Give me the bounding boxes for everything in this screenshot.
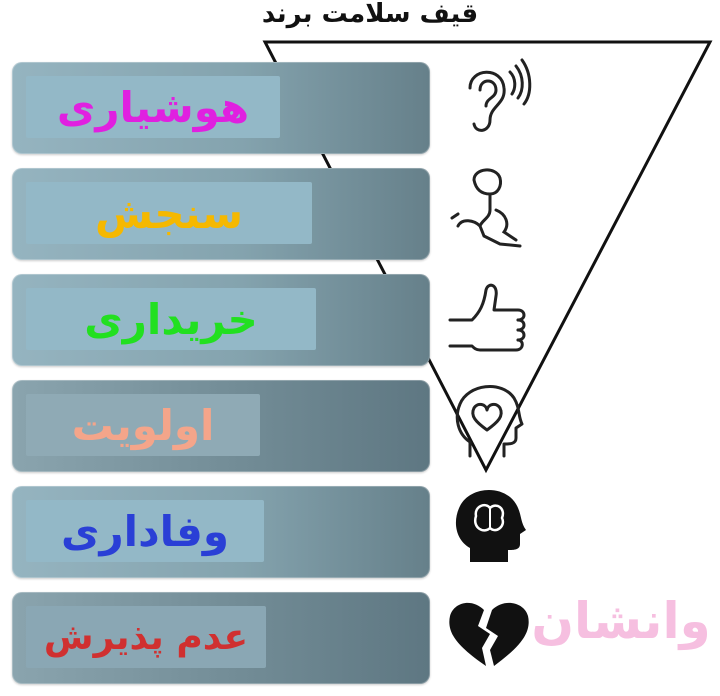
- thumbs-up-icon: [440, 270, 536, 366]
- stage-label-box: خریداری: [26, 288, 316, 350]
- stage-label-box: سنجش: [26, 182, 312, 244]
- stage-bar-preference: اولویت: [12, 380, 430, 472]
- broken-heart-icon: [440, 586, 536, 682]
- thinking-person-icon: [440, 160, 536, 256]
- stage-bar-consideration: سنجش: [12, 168, 430, 260]
- stage-label-consideration: سنجش: [94, 188, 244, 238]
- ear-sound-icon: [440, 48, 536, 144]
- stage-label-purchase: خریداری: [84, 294, 258, 344]
- stage-label-preference: اولویت: [71, 400, 215, 450]
- stage-bar-awareness: هوشیاری: [12, 62, 430, 154]
- head-heart-icon: [440, 372, 536, 468]
- stage-label-box: عدم پذیرش: [26, 606, 266, 668]
- stage-label-rejection: عدم پذیرش: [43, 616, 249, 658]
- side-label: وانشان: [531, 592, 711, 650]
- stage-label-awareness: هوشیاری: [56, 82, 250, 132]
- stage-label-box: هوشیاری: [26, 76, 280, 138]
- head-brain-icon: [440, 476, 536, 572]
- stage-label-box: وفاداری: [26, 500, 264, 562]
- stage-label-box: اولویت: [26, 394, 260, 456]
- diagram-title: قیف سلامت برند: [261, 0, 479, 29]
- stage-label-loyalty: وفاداری: [61, 506, 229, 556]
- stage-bar-loyalty: وفاداری: [12, 486, 430, 578]
- stage-bar-rejection: عدم پذیرش: [12, 592, 430, 684]
- stage-bar-purchase: خریداری: [12, 274, 430, 366]
